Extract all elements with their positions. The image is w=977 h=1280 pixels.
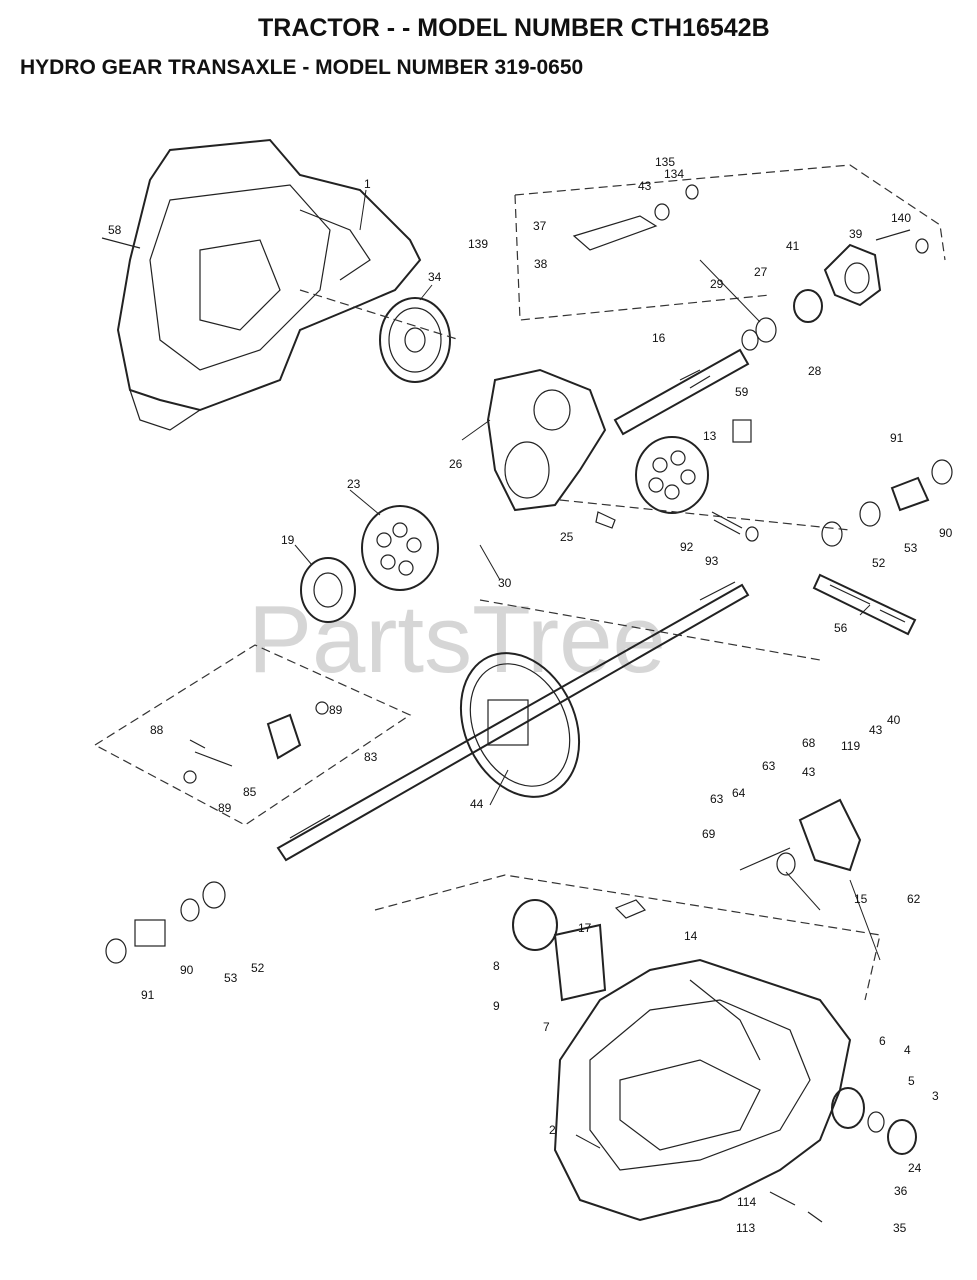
callout-89-bottom: 89 [218,801,232,815]
callout-63-top: 63 [762,759,776,773]
small-parts [101,184,953,1223]
callout-6: 6 [879,1034,886,1048]
callout-90-left: 90 [180,963,194,977]
callout-93: 93 [705,554,719,568]
callout-59: 59 [735,385,749,399]
callout-92: 92 [680,540,694,554]
callout-62: 62 [907,892,921,906]
callout-17: 17 [578,921,592,935]
center-section-part [486,368,607,512]
callout-41: 41 [786,239,800,253]
callout-140: 140 [891,211,911,225]
callout-15: 15 [854,892,868,906]
diagram-title: TRACTOR - - MODEL NUMBER CTH16542B [258,14,770,42]
input-shaft-part [613,348,750,436]
callout-52-left: 52 [251,961,265,975]
callout-19: 19 [281,533,295,547]
callout-44: 44 [470,797,484,811]
thrust-bearing-part [300,557,356,623]
callout-3: 3 [932,1089,939,1103]
callout-34: 34 [428,270,442,284]
swashplate-part [823,243,882,307]
callout-52-right: 52 [872,556,886,570]
callout-43-top: 43 [638,179,652,193]
callout-16: 16 [652,331,666,345]
callout-56: 56 [834,621,848,635]
diagram-subtitle: HYDRO GEAR TRANSAXLE - MODEL NUMBER 319-… [20,56,584,79]
callout-40: 40 [887,713,901,727]
callout-4: 4 [904,1043,911,1057]
callout-39: 39 [849,227,863,241]
callout-35: 35 [893,1221,907,1235]
callout-113: 113 [736,1221,755,1235]
callout-26: 26 [449,457,463,471]
callout-1: 1 [364,177,371,191]
lower-housing-part [553,958,852,1222]
callout-85: 85 [243,785,257,799]
callout-139: 139 [468,237,488,251]
callout-134: 134 [664,167,684,181]
callout-119: 119 [841,739,860,753]
upper-housing-part [116,138,422,431]
callout-69: 69 [702,827,716,841]
bull-gear-part [459,652,581,798]
callout-13: 13 [703,429,717,443]
callout-114: 114 [737,1195,756,1209]
callout-36: 36 [894,1184,908,1198]
callout-38: 38 [534,257,548,271]
callout-23: 23 [347,477,361,491]
callout-29: 29 [710,277,724,291]
callout-43-right: 43 [869,723,883,737]
callout-2: 2 [549,1123,556,1137]
callout-83: 83 [364,750,378,764]
pulley-part [379,297,451,383]
callout-9: 9 [493,999,500,1013]
callout-90-right: 90 [939,526,953,540]
watermark: PartsTree [248,586,666,693]
assembly-guide-lines [93,164,946,1001]
callout-7: 7 [543,1020,550,1034]
callout-28: 28 [808,364,822,378]
callout-53-right: 53 [904,541,918,555]
callout-24: 24 [908,1161,922,1175]
callout-58: 58 [108,223,122,237]
callout-68: 68 [802,736,816,750]
callout-8: 8 [493,959,500,973]
callout-89-top: 89 [329,703,343,717]
callout-5: 5 [908,1074,915,1088]
cylinder-block-13-part [635,436,709,514]
callout-25: 25 [560,530,574,544]
callout-labels: 1 2 3 4 5 6 7 8 9 13 14 15 16 17 19 23 2… [108,155,953,1235]
callout-14: 14 [684,929,698,943]
callout-27: 27 [754,265,768,279]
callout-135: 135 [655,155,675,169]
callout-30: 30 [498,576,512,590]
callout-53-left: 53 [224,971,238,985]
axle-shaft-part [276,581,750,862]
callout-43-mid: 43 [802,765,816,779]
callout-63-left: 63 [710,792,724,806]
callout-88: 88 [150,723,164,737]
callout-91-right: 91 [890,431,904,445]
callout-37: 37 [533,219,547,233]
cylinder-block-23-part [361,505,439,591]
motor-shaft-part [812,573,917,636]
callout-64: 64 [732,786,746,800]
callout-91-left: 91 [141,988,155,1002]
leader-lines [294,189,881,1149]
